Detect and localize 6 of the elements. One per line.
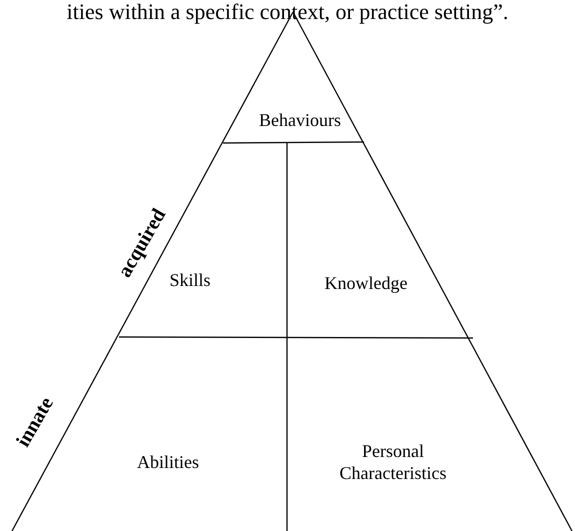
section-label: Abilities	[108, 451, 228, 473]
section-label: Skills	[135, 269, 245, 291]
section-label: Behaviours	[240, 109, 360, 131]
section-label: Knowledge	[301, 272, 431, 294]
section-label: Personal Characteristics	[313, 440, 473, 484]
intro-text: ities within a specific context, or practice setting”.	[66, 0, 510, 24]
